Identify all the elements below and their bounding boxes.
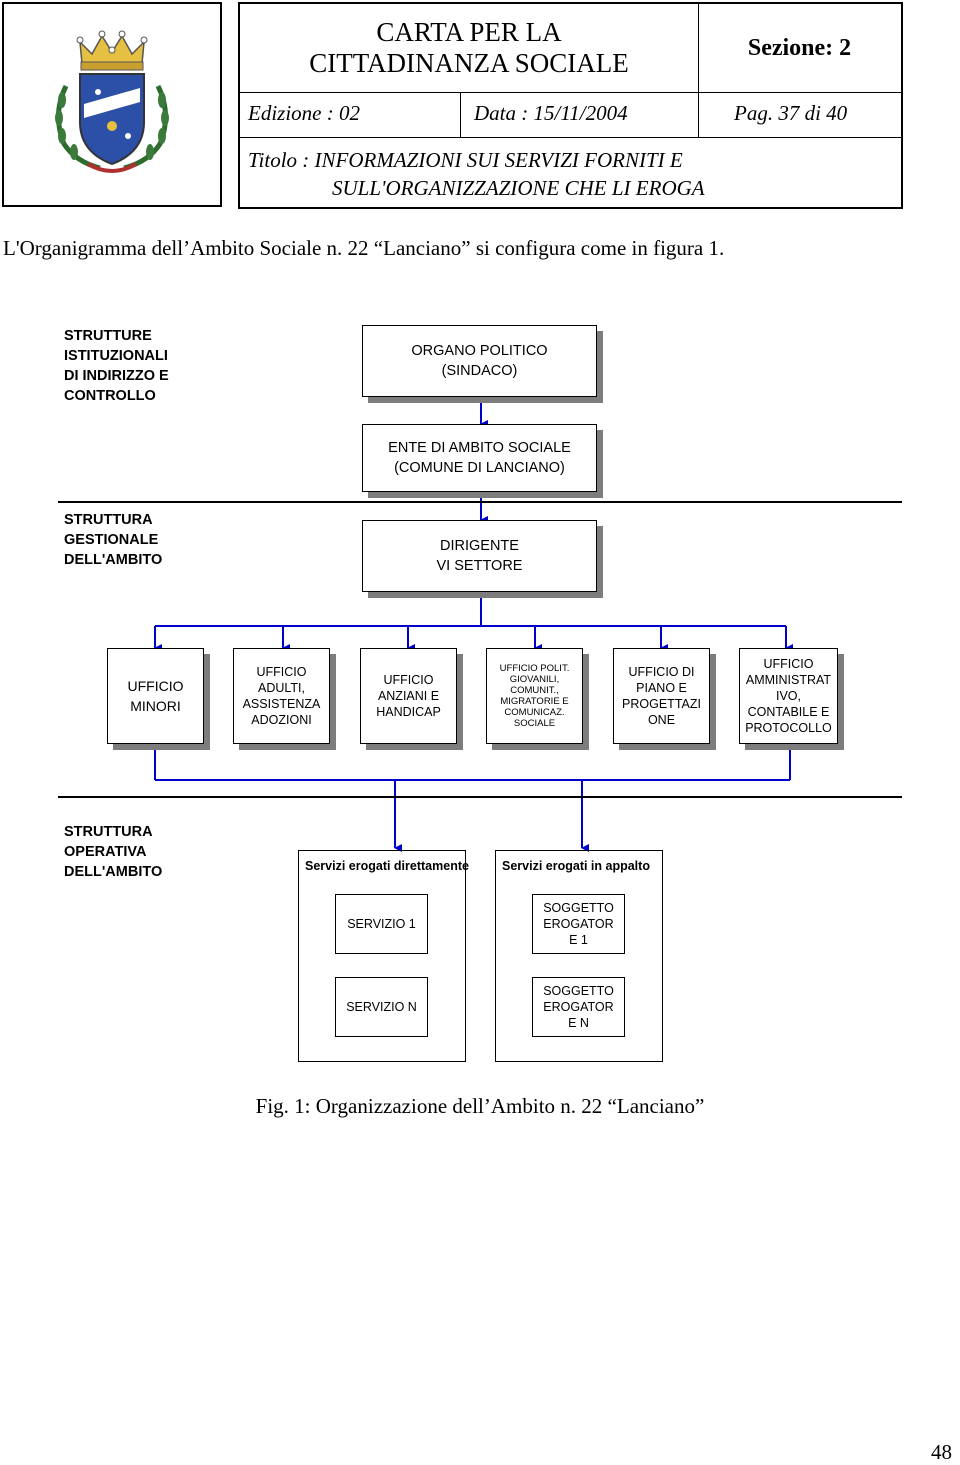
header-info-cell: CARTA PER LA CITTADINANZA SOCIALE Sezion… — [238, 2, 903, 209]
coat-of-arms-logo — [55, 30, 169, 173]
servizi-appalto-group: Servizi erogati in appalto — [495, 850, 663, 1062]
subject-line-1: Titolo : INFORMAZIONI SUI SERVIZI FORNIT… — [248, 148, 683, 172]
figure-caption: Fig. 1: Organizzazione dell’Ambito n. 22… — [255, 1094, 705, 1118]
document-title: CARTA PER LA CITTADINANZA SOCIALE — [240, 4, 699, 92]
servizi-appalto-label: Servizi erogati in appalto — [502, 859, 650, 873]
section-operativa: STRUTTURA OPERATIVA DELL'AMBITO — [64, 824, 163, 880]
servizi-diretti-label: Servizi erogati direttamente — [305, 859, 469, 873]
section-gestionale: STRUTTURA GESTIONALE DELL'AMBITO — [64, 512, 163, 568]
ufficio-amministrativo-box: UFFICIO AMMINISTRAT IVO, CONTABILE E PRO… — [739, 648, 838, 744]
edition-label: Edizione : 02 — [248, 101, 360, 125]
page-number: 48 — [931, 1440, 952, 1464]
subject-line-2: SULL'ORGANIZZAZIONE CHE LI EROGA — [332, 176, 705, 200]
document-header: CARTA PER LA CITTADINANZA SOCIALE Sezion… — [0, 0, 904, 211]
soggetto-erogatore-n-box: SOGGETTO EROGATOR E N — [532, 977, 625, 1037]
divider — [460, 93, 461, 137]
section-istituzionali: STRUTTURE ISTITUZIONALI DI INDIRIZZO E C… — [64, 328, 169, 404]
servizio-1-box: SERVIZIO 1 — [335, 894, 428, 954]
soggetto-erogatore-1-box: SOGGETTO EROGATOR E 1 — [532, 894, 625, 954]
page-label: Pag. 37 di 40 — [734, 101, 848, 125]
servizi-diretti-group: Servizi erogati direttamente — [298, 850, 469, 1062]
ufficio-anziani-box: UFFICIO ANZIANI E HANDICAP — [360, 648, 457, 744]
date-label: Data : 15/11/2004 — [474, 101, 628, 125]
ufficio-adulti-box: UFFICIO ADULTI, ASSISTENZA ADOZIONI — [233, 648, 330, 744]
ufficio-minori-box: UFFICIO MINORI — [107, 648, 204, 744]
dirigente-box: DIRIGENTE VI SETTORE — [362, 520, 597, 592]
intro-paragraph: L'Organigramma dell’Ambito Sociale n. 22… — [3, 236, 725, 260]
ufficio-piano-box: UFFICIO DI PIANO E PROGETTAZI ONE — [613, 648, 710, 744]
divider — [698, 93, 699, 137]
title-line-1: CARTA PER LA — [376, 17, 562, 47]
ufficio-politiche-box: UFFICIO POLIT. GIOVANILI, COMUNIT., MIGR… — [486, 648, 583, 744]
title-line-2: CITTADINANZA SOCIALE — [309, 48, 629, 78]
organo-politico-box: ORGANO POLITICO (SINDACO) — [362, 325, 597, 397]
section-label: Sezione: 2 — [747, 34, 852, 61]
document-subject: Titolo : INFORMAZIONI SUI SERVIZI FORNIT… — [248, 146, 705, 202]
servizio-n-box: SERVIZIO N — [335, 977, 428, 1037]
edition-row: Edizione : 02 Data : 15/11/2004 Pag. 37 … — [240, 92, 901, 138]
ente-ambito-box: ENTE DI AMBITO SOCIALE (COMUNE DI LANCIA… — [362, 424, 597, 492]
logo-cell — [2, 2, 222, 207]
